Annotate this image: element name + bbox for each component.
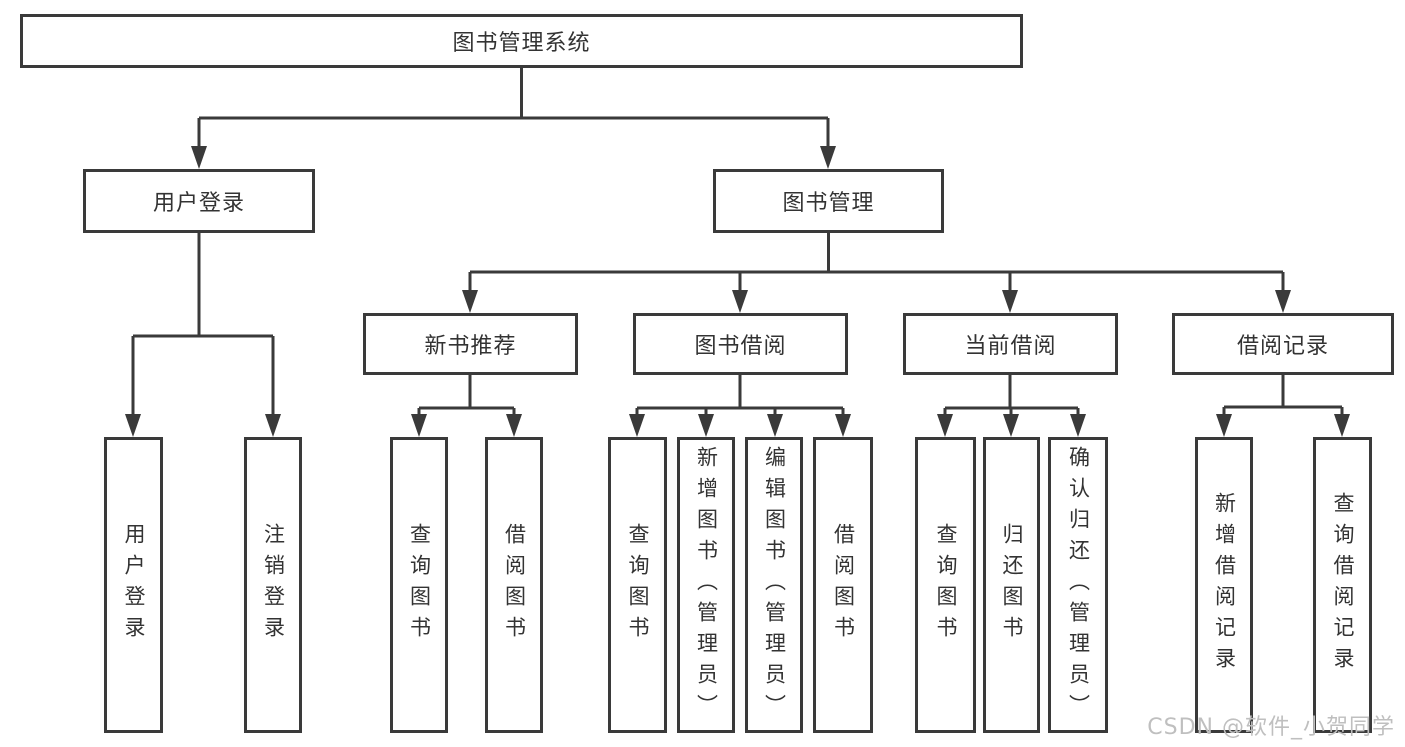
node-leaf-user-login-label: 用户登录 bbox=[122, 523, 146, 647]
node-leaf-query-books-current: 查询图书 bbox=[915, 437, 976, 733]
connector-bookmgmt-to-level2 bbox=[468, 233, 1285, 294]
arrowhead-icons bbox=[125, 146, 1350, 437]
connector-bookborrow-to-leaves bbox=[635, 374, 845, 418]
node-new-book-recommend: 新书推荐 bbox=[363, 313, 578, 375]
node-library-system-label: 图书管理系统 bbox=[452, 31, 591, 56]
node-leaf-query-books-current-label: 查询图书 bbox=[934, 523, 958, 647]
node-leaf-borrow-books-recommend: 借阅图书 bbox=[485, 437, 543, 733]
node-leaf-add-borrow-record-label: 新增借阅记录 bbox=[1212, 492, 1237, 678]
node-leaf-edit-books-admin-label: 编辑图书（管理员） bbox=[762, 445, 787, 725]
connector-borrowrecords-to-leaves bbox=[1222, 374, 1344, 418]
node-leaf-borrow-books: 借阅图书 bbox=[813, 437, 873, 733]
node-leaf-query-books-recommend-label: 查询图书 bbox=[407, 523, 432, 647]
node-leaf-query-books-borrow: 查询图书 bbox=[608, 437, 667, 733]
node-library-system: 图书管理系统 bbox=[20, 14, 1023, 68]
node-leaf-logout-label: 注销登录 bbox=[261, 523, 286, 647]
node-borrow-records: 借阅记录 bbox=[1172, 313, 1394, 375]
csdn-watermark: CSDN @软件_小贺同学 bbox=[1147, 715, 1395, 740]
connector-root-to-level1 bbox=[197, 68, 830, 150]
node-leaf-add-borrow-record: 新增借阅记录 bbox=[1195, 437, 1253, 733]
node-leaf-query-books-borrow-label: 查询图书 bbox=[626, 523, 650, 647]
node-book-management: 图书管理 bbox=[713, 169, 944, 233]
node-leaf-query-borrow-record: 查询借阅记录 bbox=[1313, 437, 1372, 733]
node-leaf-borrow-books-label: 借阅图书 bbox=[831, 523, 856, 647]
node-leaf-query-books-recommend: 查询图书 bbox=[390, 437, 448, 733]
node-leaf-borrow-books-recommend-label: 借阅图书 bbox=[502, 523, 527, 647]
node-book-management-label: 图书管理 bbox=[782, 191, 875, 216]
node-leaf-user-login: 用户登录 bbox=[104, 437, 163, 733]
node-user-login-branch-label: 用户登录 bbox=[152, 191, 245, 216]
node-current-borrow-label: 当前借阅 bbox=[964, 334, 1057, 359]
node-leaf-add-books-admin: 新增图书（管理员） bbox=[677, 437, 735, 733]
node-current-borrow: 当前借阅 bbox=[903, 313, 1118, 375]
connector-userlogin-to-leaves bbox=[131, 233, 275, 418]
node-leaf-return-books-label: 归还图书 bbox=[1000, 523, 1024, 647]
node-leaf-confirm-return-admin: 确认归还（管理员） bbox=[1048, 437, 1108, 733]
node-leaf-add-books-admin-label: 新增图书（管理员） bbox=[694, 445, 719, 725]
node-user-login-branch: 用户登录 bbox=[83, 169, 315, 233]
connector-newbook-to-leaves bbox=[417, 374, 516, 418]
node-new-book-recommend-label: 新书推荐 bbox=[424, 334, 517, 359]
connector-currentborrow-to-leaves bbox=[943, 374, 1080, 418]
node-leaf-logout: 注销登录 bbox=[244, 437, 302, 733]
node-book-borrow-label: 图书借阅 bbox=[694, 334, 787, 359]
node-leaf-edit-books-admin: 编辑图书（管理员） bbox=[745, 437, 803, 733]
node-leaf-confirm-return-admin-label: 确认归还（管理员） bbox=[1066, 445, 1091, 725]
node-leaf-return-books: 归还图书 bbox=[983, 437, 1040, 733]
node-borrow-records-label: 借阅记录 bbox=[1236, 334, 1329, 359]
node-leaf-query-borrow-record-label: 查询借阅记录 bbox=[1331, 492, 1355, 678]
node-book-borrow: 图书借阅 bbox=[633, 313, 848, 375]
